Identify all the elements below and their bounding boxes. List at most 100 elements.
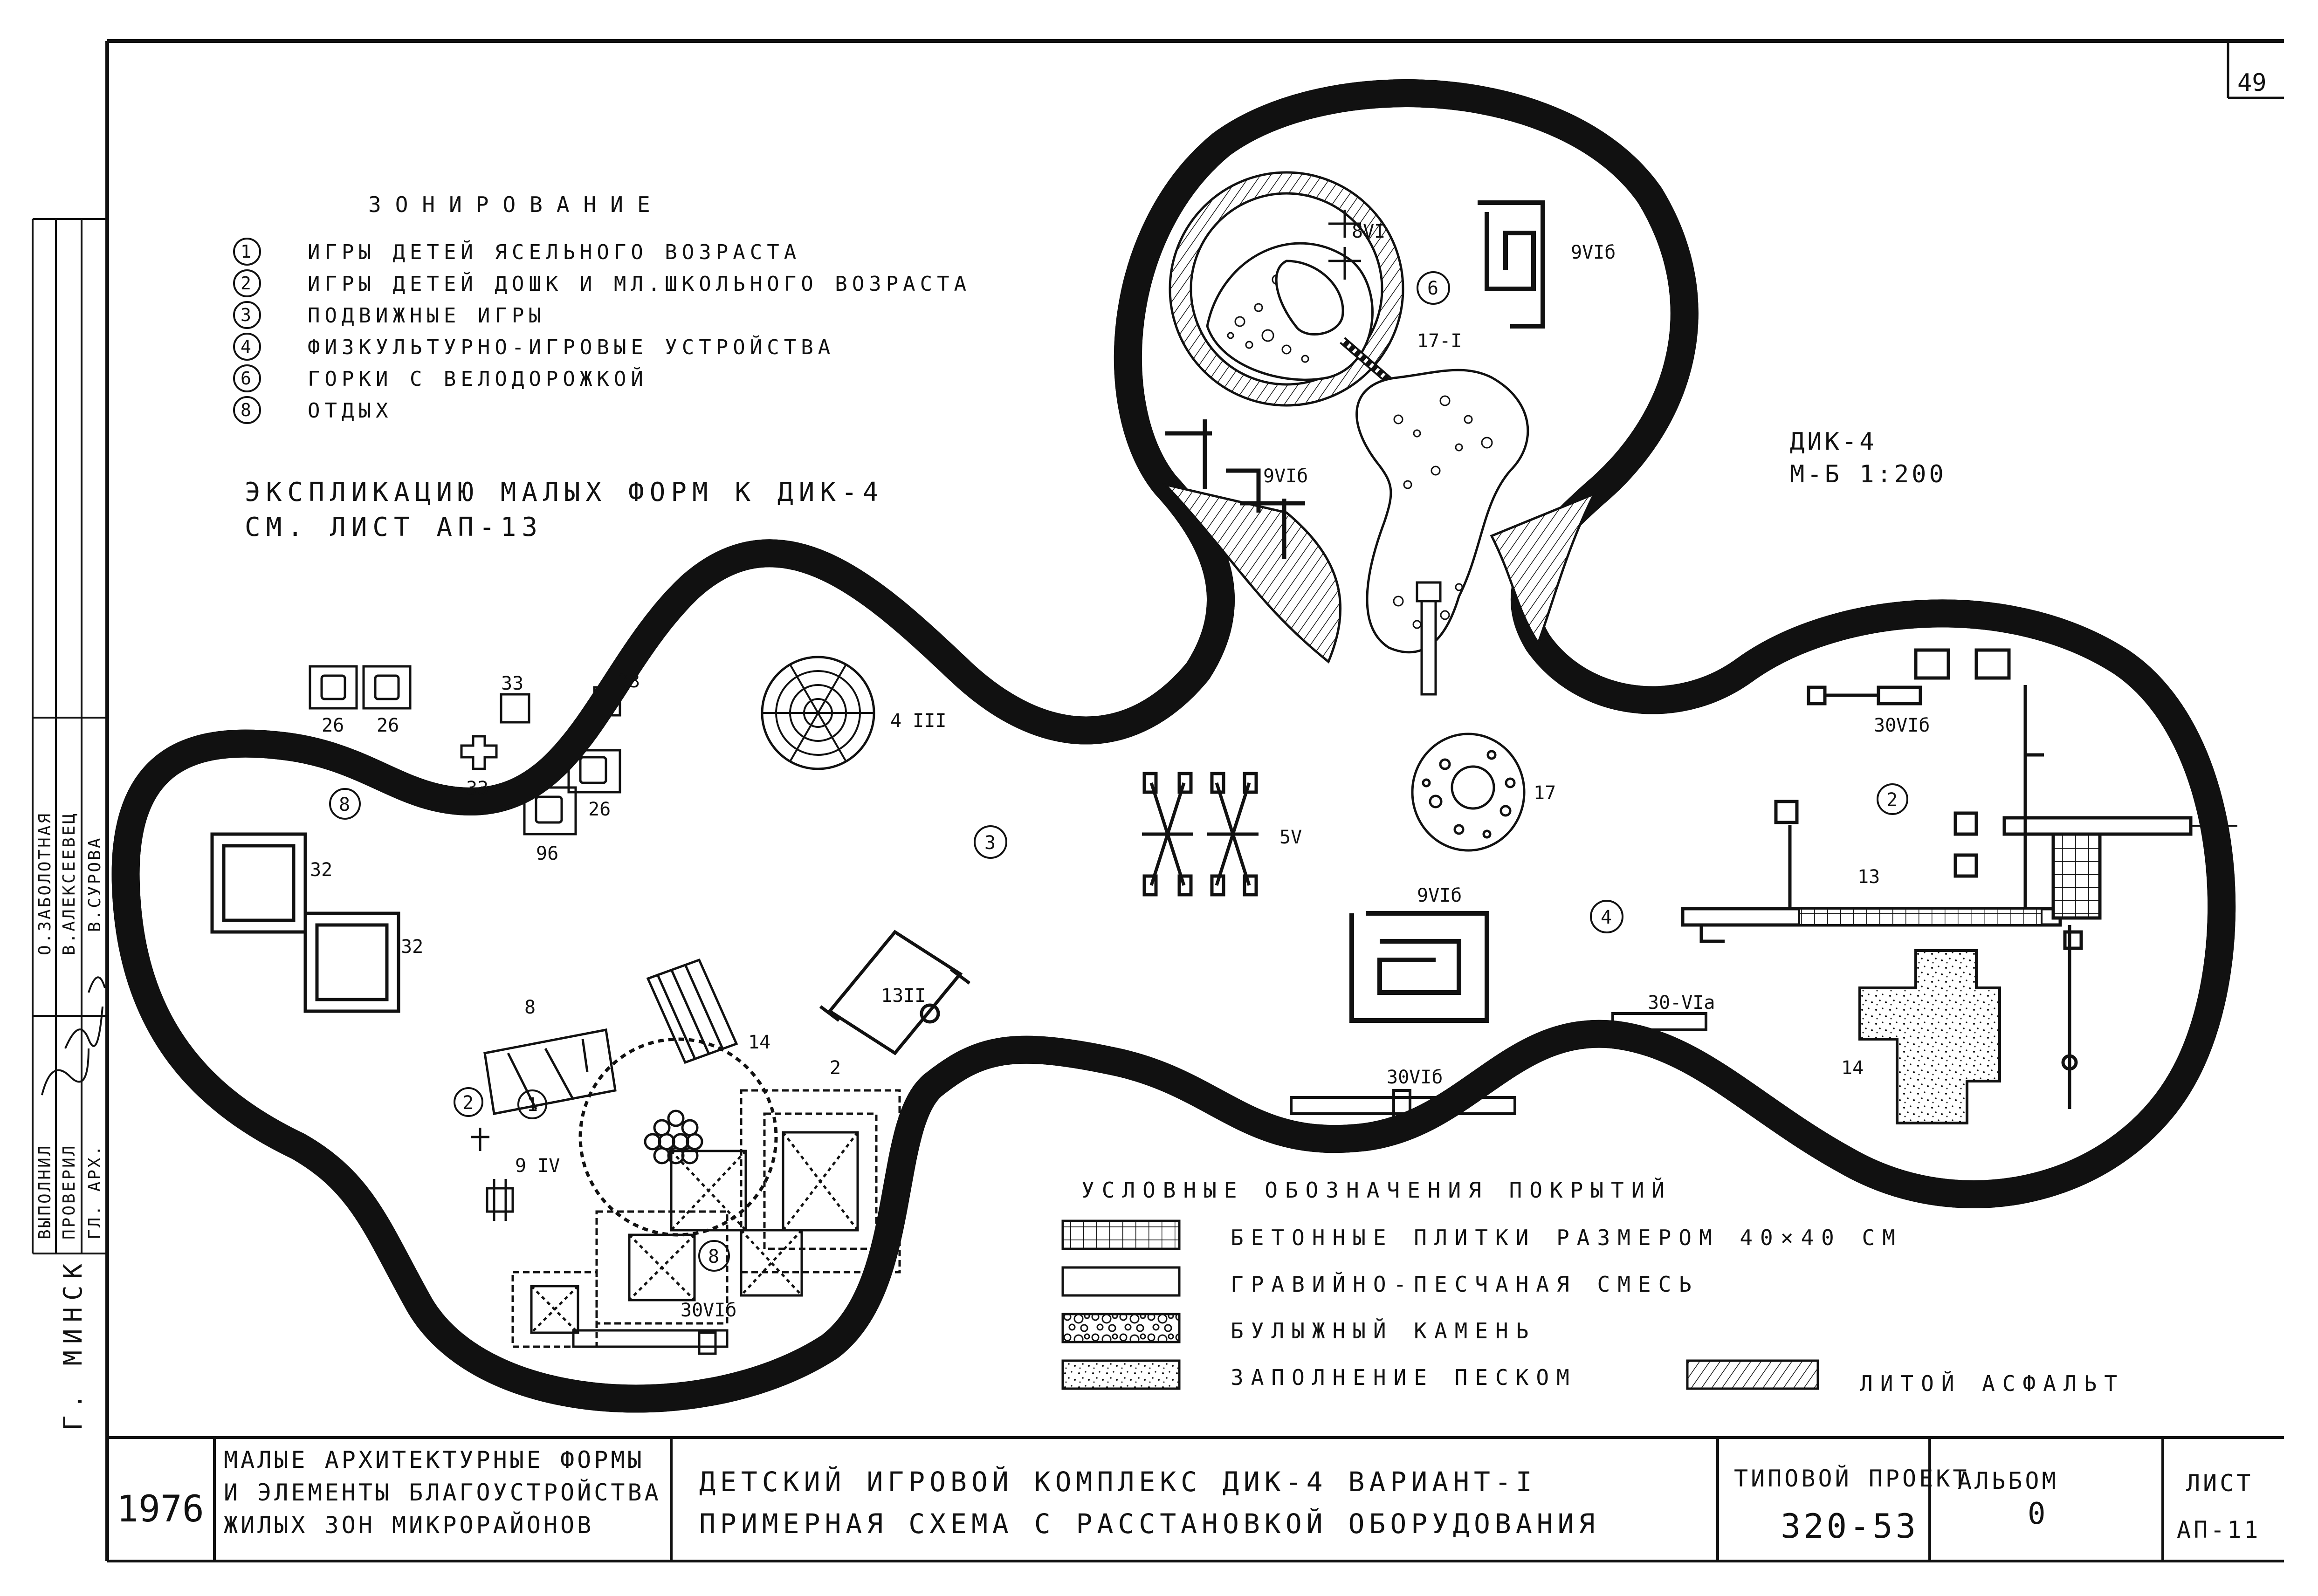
svg-text:2: 2 xyxy=(462,1092,474,1114)
signature-2 xyxy=(64,1006,103,1049)
zoning-item: 1 ИГРЫ ДЕТЕЙ ЯСЕЛЬНОГО ВОЗРАСТА xyxy=(233,238,801,266)
svg-text:ПОДВИЖНЫЕ ИГРЫ: ПОДВИЖНЫЕ ИГРЫ xyxy=(308,304,546,328)
svg-text:1: 1 xyxy=(241,241,251,262)
label-9vib-top: 9VIб xyxy=(1571,242,1616,263)
title-block-album-value: 0 xyxy=(2028,1497,2046,1531)
svg-text:БЕТОННЫЕ ПЛИТКИ РАЗМЕРОМ 40×40: БЕТОННЫЕ ПЛИТКИ РАЗМЕРОМ 40×40 СМ xyxy=(1231,1225,1903,1250)
title-block-sheet-label: ЛИСТ xyxy=(2186,1470,2253,1497)
surface-legend: УСЛОВНЫЕ ОБОЗНАЧЕНИЯ ПОКРЫТИЙ БЕТОННЫЕ П… xyxy=(1061,1178,2125,1396)
svg-text:2: 2 xyxy=(1886,789,1898,811)
svg-text:33: 33 xyxy=(501,673,523,694)
svg-text:8: 8 xyxy=(708,1246,719,1267)
toddler-area xyxy=(471,958,901,1355)
title-block-sheet-value: АП-11 xyxy=(2177,1516,2261,1543)
slides-area xyxy=(1162,171,1597,696)
svg-text:БУЛЫЖНЫЙ КАМЕНЬ: БУЛЫЖНЫЙ КАМЕНЬ xyxy=(1231,1318,1536,1343)
label-17: 17 xyxy=(1534,782,1556,804)
svg-text:8: 8 xyxy=(241,400,251,420)
explication-note: ЭКСПЛИКАЦИЮ МАЛЫХ ФОРМ К ДИК-4 СМ. ЛИСТ … xyxy=(245,477,878,542)
signature-3 xyxy=(88,976,106,993)
zoning-list: ЗОНИРОВАНИЕ 1 ИГРЫ ДЕТЕЙ ЯСЕЛЬНОГО ВОЗРА… xyxy=(233,192,971,424)
svg-text:8: 8 xyxy=(339,794,350,815)
svg-text:26: 26 xyxy=(377,715,399,736)
svg-text:ГОРКИ С ВЕЛОДОРОЖКОЙ: ГОРКИ С ВЕЛОДОРОЖКОЙ xyxy=(308,366,648,391)
svg-text:ЛИТОЙ АСФАЛЬТ: ЛИТОЙ АСФАЛЬТ xyxy=(1860,1371,2125,1396)
svg-text:14: 14 xyxy=(748,1032,770,1053)
label-8vi: 8VI xyxy=(1352,221,1385,242)
svg-text:2: 2 xyxy=(830,1057,841,1079)
svg-text:4: 4 xyxy=(1601,907,1612,928)
svg-text:ЗАПОЛНЕНИЕ ПЕСКОМ: ЗАПОЛНЕНИЕ ПЕСКОМ xyxy=(1231,1365,1577,1390)
svg-text:96: 96 xyxy=(536,843,558,864)
benches-bottom xyxy=(1290,1012,1707,1120)
sheet-number: 49 xyxy=(2237,69,2267,97)
svg-text:2: 2 xyxy=(241,273,251,294)
stamp-name-3: О.ЗАБОЛОТНАЯ xyxy=(35,812,55,955)
svg-text:ГРАВИЙНО-ПЕСЧАНАЯ СМЕСЬ: ГРАВИЙНО-ПЕСЧАНАЯ СМЕСЬ xyxy=(1231,1272,1699,1297)
title-block-year: 1976 xyxy=(117,1488,204,1530)
carousel xyxy=(761,656,875,770)
legend-item-cobble: БУЛЫЖНЫЙ КАМЕНЬ xyxy=(1061,1313,1536,1343)
stamp-city: Г. МИНСК xyxy=(58,1257,88,1431)
svg-text:26: 26 xyxy=(322,715,344,736)
right-equipment xyxy=(1681,648,2237,1109)
svg-text:ПРИМЕРНАЯ СХЕМА С РАССТАНОВКОЙ: ПРИМЕРНАЯ СХЕМА С РАССТАНОВКОЙ ОБОРУДОВА… xyxy=(699,1507,1600,1540)
title-block-drawing: ДЕТСКИЙ ИГРОВОЙ КОМПЛЕКС ДИК-4 ВАРИАНТ-I… xyxy=(699,1466,1600,1540)
svg-text:6: 6 xyxy=(1427,278,1438,299)
turntable xyxy=(819,930,971,1055)
svg-text:ИГРЫ ДЕТЕЙ ДОШК И МЛ.ШКОЛЬНОГО: ИГРЫ ДЕТЕЙ ДОШК И МЛ.ШКОЛЬНОГО ВОЗРАСТА xyxy=(308,271,971,296)
title-block-subject: МАЛЫЕ АРХИТЕКТУРНЫЕ ФОРМЫ И ЭЛЕМЕНТЫ БЛА… xyxy=(224,1446,661,1539)
left-stamp xyxy=(32,218,107,1254)
label-13: 13 xyxy=(1857,866,1880,888)
legend-item-tiles: БЕТОННЫЕ ПЛИТКИ РАЗМЕРОМ 40×40 СМ xyxy=(1061,1219,1903,1250)
zoning-title: ЗОНИРОВАНИЕ xyxy=(368,192,664,217)
plan-title: ДИК-4 М-Б 1:200 xyxy=(1790,428,1944,488)
svg-text:ЖИЛЫХ ЗОН МИКРОРАЙОНОВ: ЖИЛЫХ ЗОН МИКРОРАЙОНОВ xyxy=(224,1511,594,1539)
zoning-item: 6 ГОРКИ С ВЕЛОДОРОЖКОЙ xyxy=(233,364,648,392)
plan-zone-markers: 1 2 2 3 4 6 8 8 xyxy=(329,271,1908,1272)
stamp-text: ВЫПОЛНИЛ ПРОВЕРИЛ ГЛ. АРХ. В.СУРОВА В.АЛ… xyxy=(35,812,106,1431)
label-9vib-mid: 9VIб xyxy=(1263,466,1308,487)
svg-text:6: 6 xyxy=(241,368,251,389)
svg-text:3: 3 xyxy=(984,832,996,854)
label-32b: 32 xyxy=(401,936,423,958)
bench-frames xyxy=(210,832,400,1013)
svg-text:ИГРЫ ДЕТЕЙ ЯСЕЛЬНОГО ВОЗРАСТА: ИГРЫ ДЕТЕЙ ЯСЕЛЬНОГО ВОЗРАСТА xyxy=(308,240,801,264)
svg-text:30VIб: 30VIб xyxy=(681,1300,736,1321)
svg-text:И ЭЛЕМЕНТЫ БЛАГОУСТРОЙСТВА: И ЭЛЕМЕНТЫ БЛАГОУСТРОЙСТВА xyxy=(224,1479,661,1506)
svg-text:3: 3 xyxy=(241,305,251,325)
legend-item-sand: ЗАПОЛНЕНИЕ ПЕСКОМ xyxy=(1061,1359,1577,1390)
zoning-item: 3 ПОДВИЖНЫЕ ИГРЫ xyxy=(233,301,546,329)
label-13ii: 13II xyxy=(881,985,926,1007)
climbing-bars xyxy=(1165,419,1305,559)
stamp-name-2: В.АЛЕКСЕЕВЕЦ xyxy=(60,812,79,955)
stamp-line-1: ВЫПОЛНИЛ xyxy=(35,1144,55,1240)
svg-text:МАЛЫЕ АРХИТЕКТУРНЫЕ ФОРМЫ: МАЛЫЕ АРХИТЕКТУРНЫЕ ФОРМЫ xyxy=(224,1446,645,1473)
label-14a: 14 xyxy=(1841,1057,1864,1079)
zoning-item: 8 ОТДЫХ xyxy=(233,396,388,424)
play-block-labels: 26 26 26 96 33 33 33 xyxy=(322,671,640,864)
title-block-album-label: АЛЬБОМ xyxy=(1958,1467,2059,1494)
play-blocks xyxy=(309,665,621,836)
label-30vib-a: 30VIб xyxy=(1874,715,1930,736)
title-block xyxy=(213,1438,2164,1561)
disk-17 xyxy=(1411,733,1526,852)
label-9vib-plan: 9VIб xyxy=(1417,885,1462,906)
svg-text:9 IV: 9 IV xyxy=(515,1155,560,1177)
label-4iii: 4 III xyxy=(890,710,946,732)
svg-text:ДЕТСКИЙ ИГРОВОЙ КОМПЛЕКС ДИК-4: ДЕТСКИЙ ИГРОВОЙ КОМПЛЕКС ДИК-4 ВАРИАНТ-I xyxy=(699,1466,1537,1498)
label-30via: 30-VIа xyxy=(1648,992,1715,1014)
legend-item-gravel: ГРАВИЙНО-ПЕСЧАНАЯ СМЕСЬ xyxy=(1061,1266,1699,1297)
zoning-item: 2 ИГРЫ ДЕТЕЙ ДОШК И МЛ.ШКОЛЬНОГО ВОЗРАСТ… xyxy=(233,269,971,297)
explication-line-2: СМ. ЛИСТ АП-13 xyxy=(245,512,543,542)
stamp-line-4: ГЛ. АРХ. xyxy=(85,1144,104,1240)
label-32a: 32 xyxy=(310,859,332,881)
svg-text:ФИЗКУЛЬТУРНО-ИГРОВЫЕ УСТРОЙСТВ: ФИЗКУЛЬТУРНО-ИГРОВЫЕ УСТРОЙСТВА xyxy=(308,335,835,359)
svg-text:26: 26 xyxy=(588,799,611,820)
sandpit-right xyxy=(1858,949,2001,1124)
maze-top xyxy=(1478,200,1545,329)
legend-title: УСЛОВНЫЕ ОБОЗНАЧЕНИЯ ПОКРЫТИЙ xyxy=(1081,1178,1672,1203)
sheet-frame xyxy=(105,39,2284,1562)
toddler-labels: 8 14 2 9 IV 30VIб xyxy=(515,997,841,1321)
